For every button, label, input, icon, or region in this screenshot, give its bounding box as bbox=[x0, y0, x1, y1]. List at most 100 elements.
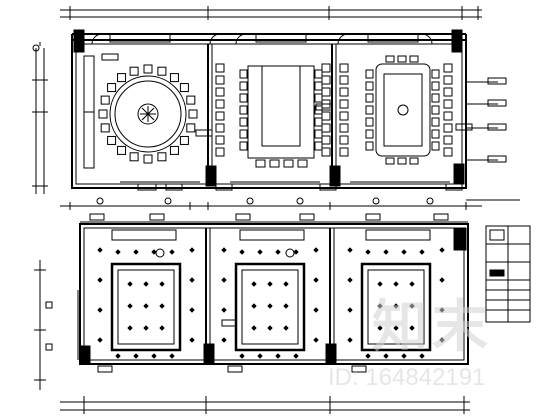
chair bbox=[157, 66, 167, 76]
chair bbox=[239, 93, 248, 103]
chair bbox=[431, 81, 440, 91]
chair bbox=[321, 135, 331, 145]
chair bbox=[443, 135, 453, 145]
chair bbox=[443, 75, 453, 85]
light-fixture bbox=[221, 337, 227, 343]
light-fixture bbox=[189, 247, 195, 253]
light-fixture bbox=[275, 353, 281, 359]
chair bbox=[339, 75, 349, 85]
chair bbox=[339, 123, 349, 133]
light-fixture bbox=[189, 307, 195, 313]
chair bbox=[443, 147, 453, 157]
chair bbox=[215, 63, 225, 73]
chair bbox=[179, 135, 189, 145]
chair bbox=[365, 93, 374, 103]
light-fixture bbox=[293, 353, 299, 359]
light-fixture bbox=[439, 277, 445, 283]
chair bbox=[269, 159, 280, 168]
chair bbox=[255, 159, 266, 168]
chair bbox=[397, 157, 407, 165]
chair bbox=[215, 99, 225, 109]
chair bbox=[314, 129, 323, 139]
chair bbox=[339, 99, 349, 109]
light-fixture bbox=[267, 325, 273, 331]
chair bbox=[215, 75, 225, 85]
light-fixture bbox=[251, 281, 257, 287]
chair bbox=[143, 64, 153, 74]
light-fixture bbox=[419, 249, 425, 255]
chair bbox=[321, 123, 331, 133]
chair bbox=[215, 123, 225, 133]
light-fixture bbox=[419, 353, 425, 359]
light-fixture bbox=[313, 307, 319, 313]
chair bbox=[297, 159, 308, 168]
chair bbox=[365, 81, 374, 91]
chair bbox=[443, 63, 453, 73]
light-fixture bbox=[251, 303, 257, 309]
watermark-id: ID: 164842191 bbox=[328, 364, 486, 391]
chair bbox=[129, 66, 139, 76]
u-table-chairs bbox=[239, 69, 323, 168]
light-fixture bbox=[409, 281, 415, 287]
chair bbox=[117, 73, 127, 83]
light-fixture bbox=[251, 325, 257, 331]
light-fixture bbox=[347, 277, 353, 283]
chair bbox=[186, 95, 196, 105]
chair bbox=[314, 81, 323, 91]
light-fixture bbox=[257, 353, 263, 359]
oval-table bbox=[375, 63, 431, 157]
light-fixture bbox=[377, 303, 383, 309]
light-fixture bbox=[221, 247, 227, 253]
round-table-chairs bbox=[98, 64, 198, 164]
light-fixture bbox=[313, 277, 319, 283]
left-dimension-line bbox=[32, 42, 48, 194]
chair bbox=[397, 55, 407, 63]
light-fixture bbox=[239, 353, 245, 359]
ceiling-light-fixtures bbox=[97, 247, 445, 359]
light-fixture bbox=[143, 303, 149, 309]
chair bbox=[143, 154, 153, 164]
chair bbox=[365, 129, 374, 139]
chair bbox=[239, 105, 248, 115]
light-fixture bbox=[189, 277, 195, 283]
callout-tags bbox=[101, 53, 520, 201]
chair bbox=[314, 93, 323, 103]
light-fixture bbox=[189, 337, 195, 343]
light-fixture bbox=[151, 249, 157, 255]
light-fixture bbox=[143, 325, 149, 331]
light-fixture bbox=[377, 325, 383, 331]
light-fixture bbox=[347, 247, 353, 253]
light-fixture bbox=[127, 303, 133, 309]
chair bbox=[321, 147, 331, 157]
chair bbox=[385, 157, 395, 165]
light-fixture bbox=[159, 303, 165, 309]
chair bbox=[385, 55, 395, 63]
chair bbox=[215, 147, 225, 157]
light-fixture bbox=[383, 249, 389, 255]
light-fixture bbox=[409, 325, 415, 331]
chair bbox=[431, 117, 440, 127]
chair bbox=[314, 117, 323, 127]
light-fixture bbox=[133, 353, 139, 359]
chair bbox=[169, 145, 179, 155]
chair bbox=[107, 135, 117, 145]
chair bbox=[215, 135, 225, 145]
chair bbox=[188, 109, 198, 119]
chair bbox=[443, 99, 453, 109]
chair bbox=[443, 123, 453, 133]
light-fixture bbox=[283, 325, 289, 331]
light-fixture bbox=[283, 281, 289, 287]
chair bbox=[431, 129, 440, 139]
furniture-plan bbox=[71, 29, 467, 191]
light-fixture bbox=[393, 325, 399, 331]
light-fixture bbox=[169, 353, 175, 359]
chair bbox=[321, 63, 331, 73]
light-fixture bbox=[221, 277, 227, 283]
light-fixture bbox=[439, 337, 445, 343]
chair bbox=[321, 87, 331, 97]
chair bbox=[339, 111, 349, 121]
light-fixture bbox=[347, 337, 353, 343]
chair bbox=[443, 111, 453, 121]
chair bbox=[409, 157, 419, 165]
chair bbox=[365, 105, 374, 115]
